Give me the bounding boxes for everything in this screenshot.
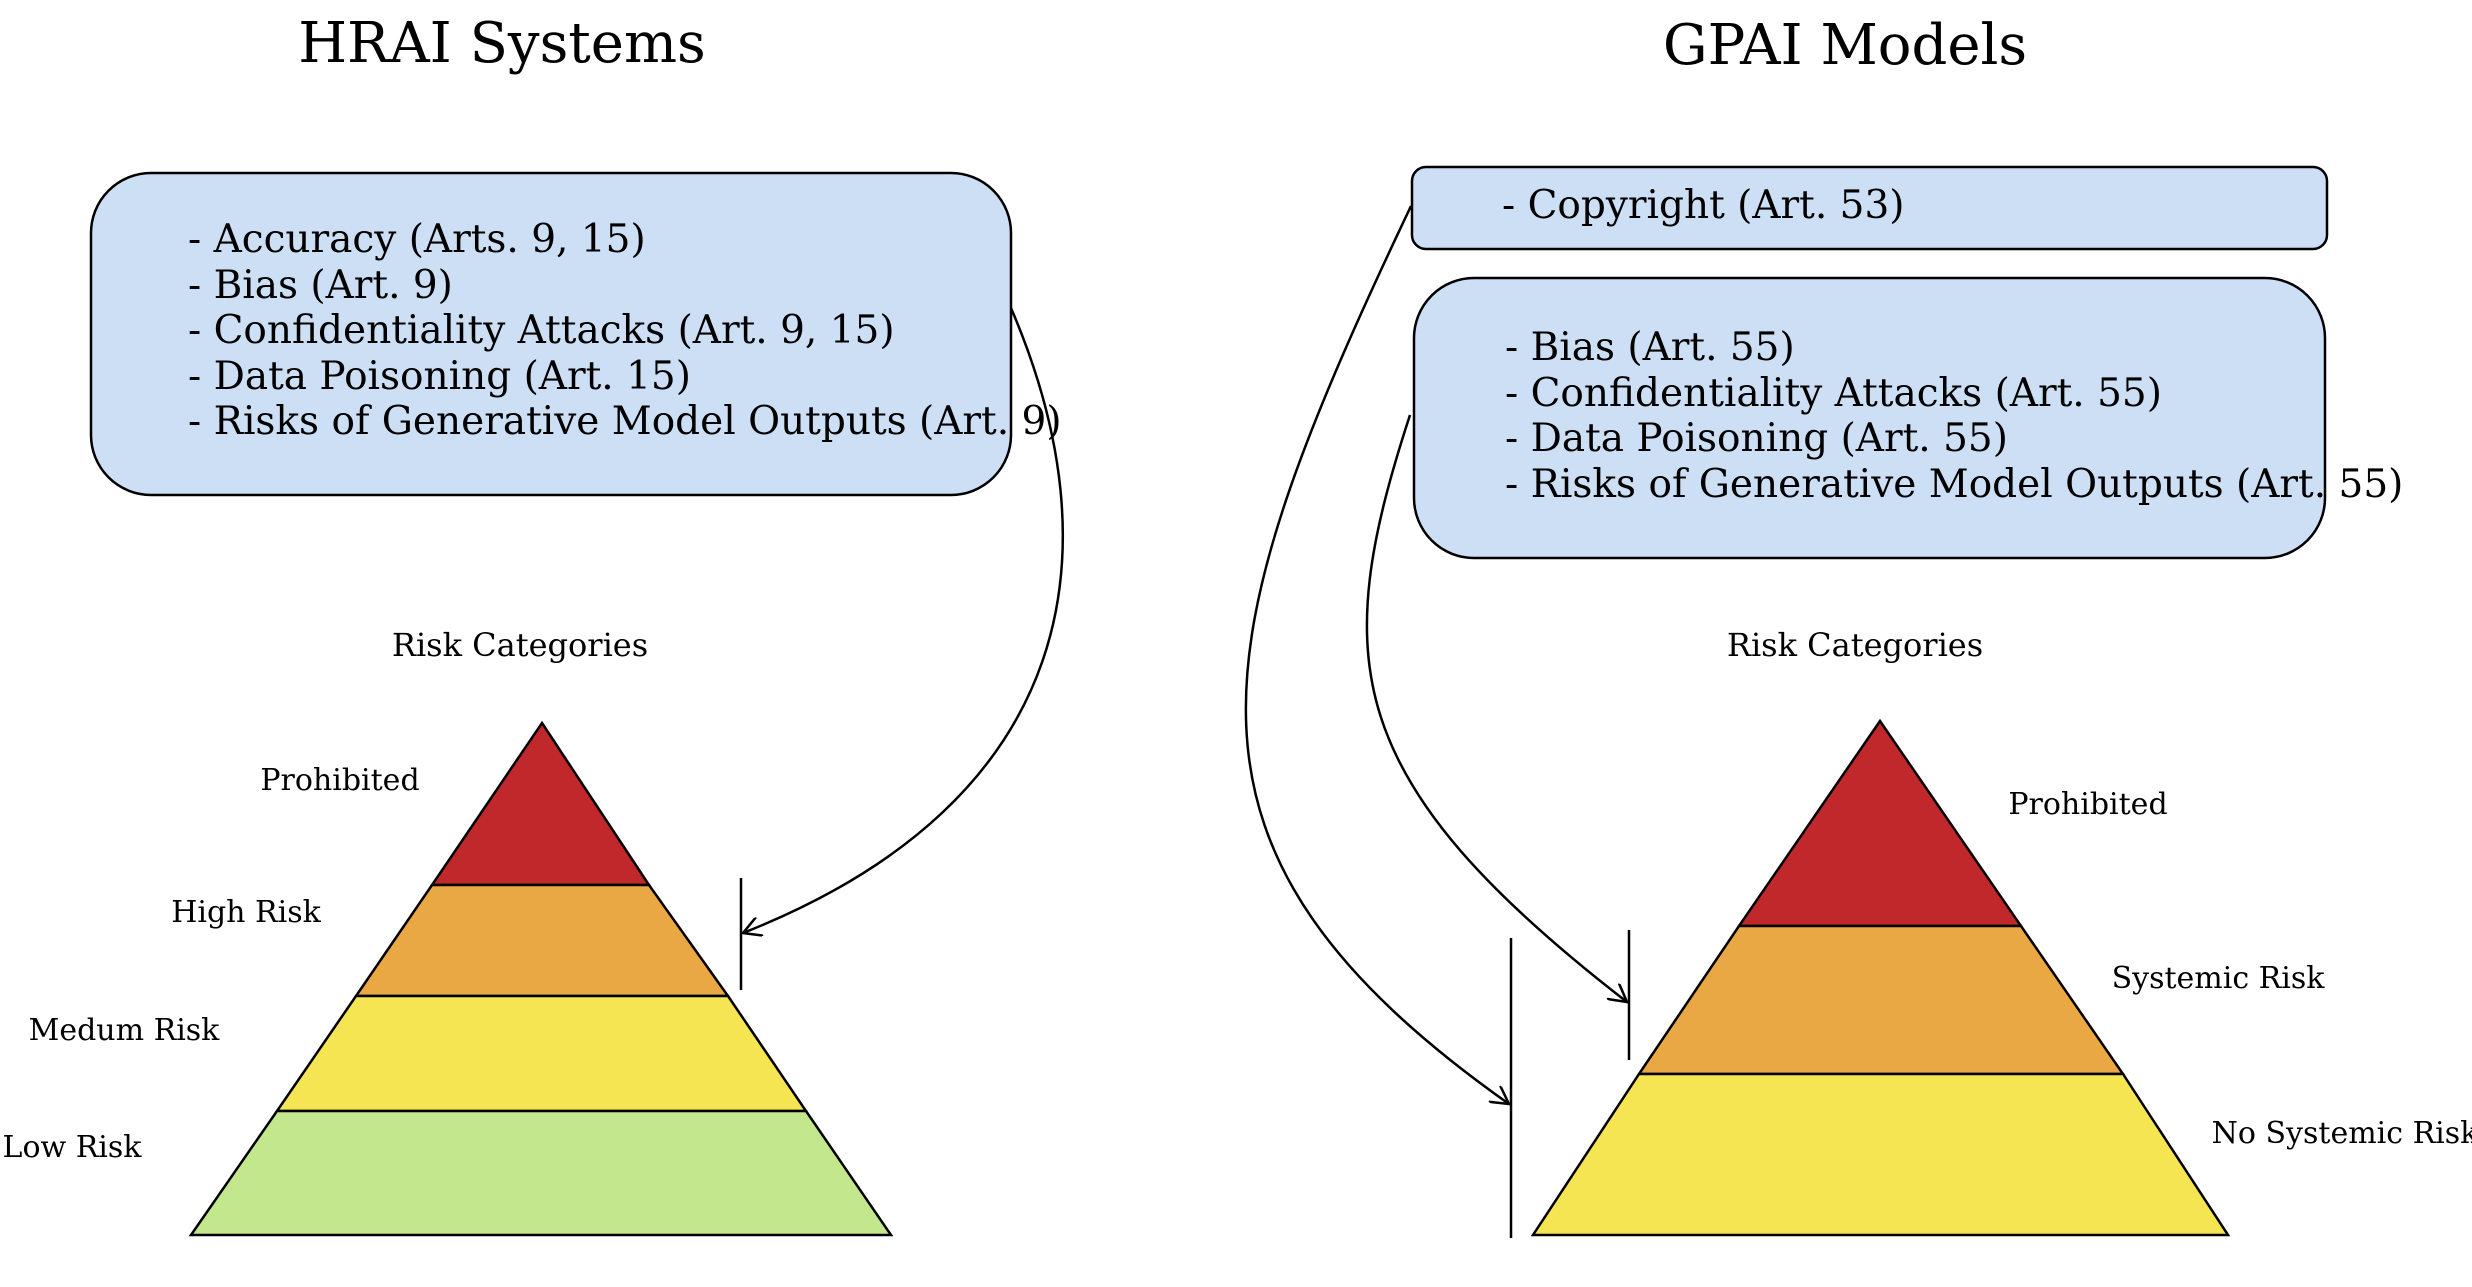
hrai-layer-low-risk <box>188 1109 894 1237</box>
hrai-box-line-1: - Accuracy (Arts. 9, 15) <box>188 217 646 262</box>
hrai-box-line-5: - Risks of Generative Model Outputs (Art… <box>188 399 1062 444</box>
hrai-label-medium-risk: Medum Risk <box>29 1013 221 1048</box>
gpai-arrow-systemic-requirements <box>1365 414 1627 1002</box>
hrai-layer-high-risk <box>353 883 731 998</box>
hrai-title: HRAI Systems <box>298 11 706 76</box>
gpai-box-line-4: - Risks of Generative Model Outputs (Art… <box>1505 462 2403 507</box>
gpai-layer-prohibited <box>1736 718 2024 928</box>
gpai-copyright-text: - Copyright (Art. 53) <box>1502 183 1905 228</box>
hrai-box-line-4: - Data Poisoning (Art. 15) <box>188 354 691 399</box>
gpai-arrow-copyright <box>1244 205 1509 1104</box>
gpai-label-prohibited: Prohibited <box>2008 787 2167 822</box>
gpai-pyramid-title: Risk Categories <box>1727 626 1983 664</box>
gpai-requirements-box <box>1412 276 2327 560</box>
hrai-box-line-2: - Bias (Art. 9) <box>188 263 453 308</box>
hrai-label-low-risk: Low Risk <box>3 1130 143 1165</box>
gpai-label-systemic-risk: Systemic Risk <box>2112 961 2326 996</box>
hrai-requirements-box <box>89 171 1013 497</box>
hrai-label-high-risk: High Risk <box>171 895 321 930</box>
gpai-box-line-2: - Confidentiality Attacks (Art. 55) <box>1505 371 2162 416</box>
gpai-layer-no-systemic-risk <box>1530 1072 2231 1237</box>
hrai-layer-prohibited <box>429 720 652 887</box>
hrai-pyramid-title: Risk Categories <box>392 626 648 664</box>
gpai-box-line-3: - Data Poisoning (Art. 55) <box>1505 416 2008 461</box>
gpai-label-no-systemic-risk: No Systemic Risk <box>2212 1116 2472 1151</box>
gpai-layer-systemic-risk <box>1636 924 2126 1076</box>
hrai-layer-medium-risk <box>274 994 809 1113</box>
gpai-title: GPAI Models <box>1663 13 2027 78</box>
hrai-label-prohibited: Prohibited <box>260 763 419 798</box>
hrai-box-line-3: - Confidentiality Attacks (Art. 9, 15) <box>188 308 895 353</box>
hrai-arrow-connector <box>743 307 1064 933</box>
gpai-box-line-1: - Bias (Art. 55) <box>1505 325 1795 370</box>
gpai-copyright-box <box>1410 165 2329 251</box>
